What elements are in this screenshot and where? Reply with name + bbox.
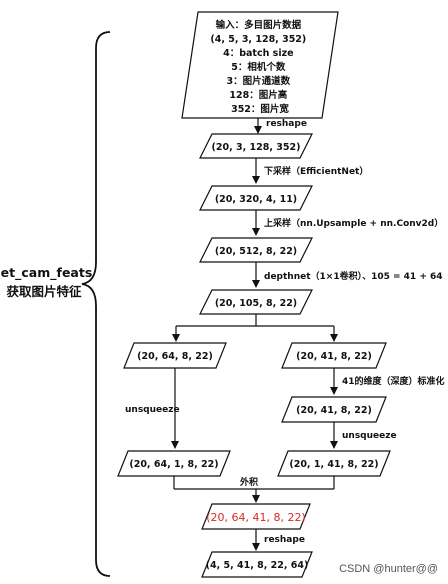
node-n1-label: (20, 3, 128, 352)	[212, 142, 301, 153]
node-final	[201, 551, 313, 578]
node-right1	[281, 342, 387, 369]
input-line-4: 5：相机个数	[231, 61, 286, 73]
node-n4-label: (20, 105, 8, 22)	[215, 298, 297, 309]
node-n2	[199, 185, 313, 211]
side-brace	[81, 31, 111, 577]
side-title-line1: get_cam_feats	[0, 265, 92, 281]
node-n2-label: (20, 320, 4, 11)	[215, 194, 297, 205]
node-n3-label: (20, 512, 8, 22)	[215, 246, 297, 257]
input-line-5: 3：图片通道数	[227, 75, 291, 87]
node-left1-label: (20, 64, 8, 22)	[137, 351, 213, 362]
edge-label-unsqueeze-left: unsqueeze	[125, 405, 180, 415]
node-merged-label: (20, 64, 41, 8, 22)	[206, 511, 306, 524]
node-merged	[201, 503, 311, 530]
node-n4	[199, 289, 313, 315]
edge-label-reshape2: reshape	[264, 535, 305, 545]
edge-label-depthnet: depthnet（1×1卷积）、105 = 41 + 64	[264, 270, 443, 282]
node-left2	[117, 450, 231, 477]
edge-label-downsample: 下采样（EfficientNet）	[264, 165, 368, 177]
node-right1-label: (20, 41, 8, 22)	[296, 351, 372, 362]
input-line-1: 输入：多目图片数据	[216, 19, 302, 31]
input-line-2: (4, 5, 3, 128, 352)	[210, 34, 306, 45]
side-title-line2: 获取图片特征	[6, 284, 82, 299]
node-right3-label: (20, 1, 41, 8, 22)	[289, 459, 378, 470]
node-n1	[199, 133, 313, 159]
input-node	[181, 11, 339, 119]
node-final-label: (4, 5, 41, 8, 22, 64)	[206, 560, 309, 571]
input-line-7: 352：图片宽	[231, 103, 289, 115]
input-line-6: 128：图片高	[229, 89, 287, 101]
edge-label-unsqueeze-right: unsqueeze	[342, 431, 397, 441]
edge-label-normalize: 41的维度（深度）标准化	[342, 375, 445, 387]
node-right3	[277, 450, 391, 477]
svg-text:输入：多目图片数据 (4, 5, 3, 128, 3: 输入：多目图片数据 (4, 5, 3, 128, 352) 4：batch si…	[210, 19, 309, 115]
input-line-3: 4：batch size	[223, 48, 293, 59]
edge-label-reshape1: reshape	[266, 119, 307, 129]
node-left2-label: (20, 64, 1, 8, 22)	[129, 459, 218, 470]
node-right2-label: (20, 41, 8, 22)	[296, 405, 372, 416]
edge-label-outer: 外积	[239, 476, 258, 488]
node-right2	[281, 396, 387, 423]
edge-label-upsample: 上采样（nn.Upsample + nn.Conv2d）	[264, 217, 443, 229]
node-left1	[123, 342, 227, 369]
node-n3	[199, 237, 313, 263]
watermark: CSDN @hunter@@	[339, 563, 438, 575]
